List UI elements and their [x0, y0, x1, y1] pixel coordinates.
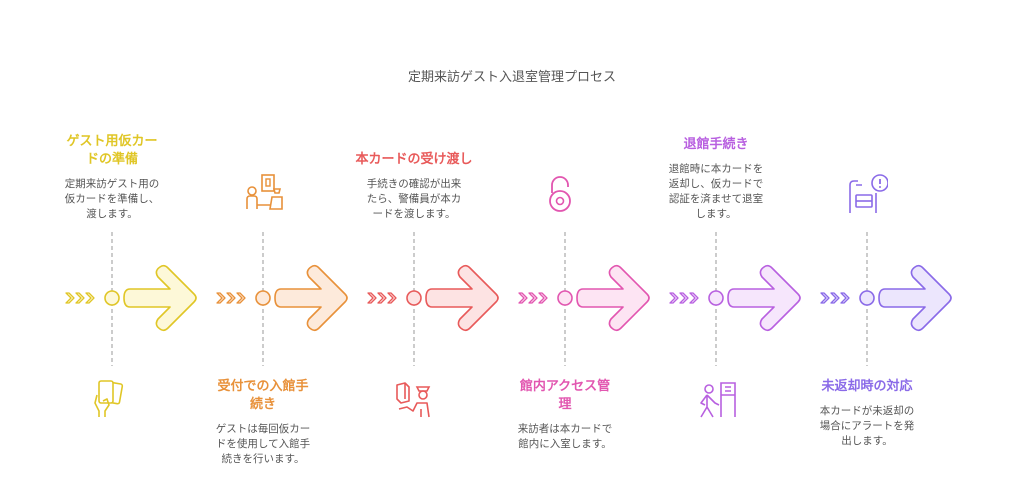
- step-description-line: 退館時に本カードを: [668, 163, 764, 175]
- step-node: [104, 290, 120, 306]
- step-description-line: 本カードが未返却の: [819, 405, 915, 417]
- hand-holding-cards-icon: [94, 380, 124, 417]
- step-node: [406, 290, 422, 306]
- chevron-icon: [85, 292, 95, 304]
- step-description: 来訪者は本カードで館内に入室します。: [505, 422, 625, 452]
- step-description-line: 渡します。: [86, 208, 138, 220]
- chevron-icon: [216, 292, 226, 304]
- step-6-flow: [820, 232, 952, 366]
- step-heading-line: 未返却時の対応: [821, 379, 913, 394]
- step-description: 退館時に本カードを返却し、仮カードで認証を済ませて退室します。: [656, 162, 776, 222]
- step-description-line: 場合にアラートを発: [819, 420, 915, 432]
- chevron-icon: [669, 292, 679, 304]
- step-description-line: します。: [695, 208, 737, 220]
- step-description-line: ドを使用して入館手: [215, 438, 311, 450]
- step-node: [708, 290, 724, 306]
- arrow-right-icon: [123, 264, 197, 332]
- step-description: ゲストは毎回仮カードを使用して入館手続きを行います。: [203, 422, 323, 467]
- chevron-icon: [65, 292, 75, 304]
- step-heading: 館内アクセス管理: [500, 378, 630, 414]
- step-5-flow: [669, 232, 801, 366]
- arrow-right-icon: [274, 264, 348, 332]
- step-description-line: ードを渡します。: [372, 208, 456, 220]
- chevron-icon: [518, 292, 528, 304]
- step-heading: 退館手続き: [651, 136, 781, 154]
- step-description-line: たら、警備員が本カ: [366, 193, 462, 205]
- chevron-icon: [367, 292, 377, 304]
- step-description-line: 館内に入室します。: [518, 438, 612, 450]
- step-node: [557, 290, 573, 306]
- chevron-icon: [820, 292, 830, 304]
- step-heading-line: 館内アクセス管: [519, 379, 611, 394]
- step-description-line: 続きを行います。: [221, 453, 305, 465]
- step-heading: 受付での入館手続き: [198, 378, 328, 414]
- chevron-icon: [689, 292, 699, 304]
- step-heading-line: 受付での入館手: [217, 379, 309, 394]
- arrow-right-icon: [878, 264, 952, 332]
- arrow-right-icon: [727, 264, 801, 332]
- step-node: [859, 290, 875, 306]
- chevron-icon: [538, 292, 548, 304]
- step-heading-line: ドの準備: [85, 152, 138, 167]
- chevron-icon: [830, 292, 840, 304]
- step-heading: 未返却時の対応: [802, 378, 932, 396]
- step-heading-line: 本カードの受け渡し: [355, 152, 473, 167]
- reception-desk-icon: [246, 174, 283, 210]
- step-heading: 本カードの受け渡し: [349, 151, 479, 169]
- step-description-line: 来訪者は本カードで: [517, 423, 613, 435]
- unlocked-padlock-icon: [549, 176, 571, 212]
- person-walking-exit-icon: [700, 382, 736, 418]
- chevron-icon: [387, 292, 397, 304]
- step-heading-line: 退館手続き: [683, 137, 749, 152]
- step-4-flow: [518, 232, 650, 366]
- step-description: 手続きの確認が出来たら、警備員が本カードを渡します。: [354, 177, 474, 222]
- chevron-icon: [226, 292, 236, 304]
- step-1-flow: [65, 232, 197, 366]
- step-node: [255, 290, 271, 306]
- arrow-right-icon: [425, 264, 499, 332]
- chevron-icon: [377, 292, 387, 304]
- step-heading-line: ゲスト用仮カー: [66, 134, 158, 149]
- step-description-line: 定期来訪ゲスト用の: [64, 178, 160, 190]
- chevron-icon: [75, 292, 85, 304]
- security-guard-card-icon: [396, 382, 431, 418]
- chevron-icon: [679, 292, 689, 304]
- step-heading-line: 続き: [249, 397, 276, 412]
- step-description-line: 出します。: [841, 435, 893, 447]
- card-alert-icon: [849, 174, 888, 213]
- step-description-line: 返却し、仮カードで: [668, 178, 764, 190]
- step-description-line: 手続きの確認が出来: [366, 178, 462, 190]
- step-2-flow: [216, 232, 348, 366]
- step-description-line: ゲストは毎回仮カー: [215, 423, 311, 435]
- step-description: 本カードが未返却の場合にアラートを発出します。: [807, 404, 927, 449]
- arrow-right-icon: [576, 264, 650, 332]
- step-description: 定期来訪ゲスト用の仮カードを準備し、渡します。: [52, 177, 172, 222]
- diagram-title: 定期来訪ゲスト入退室管理プロセス: [407, 70, 616, 85]
- step-heading-line: 理: [558, 397, 572, 412]
- chevron-icon: [528, 292, 538, 304]
- step-description-line: 認証を済ませて退室: [668, 193, 764, 205]
- step-description-line: 仮カードを準備し、: [64, 193, 160, 205]
- step-3-flow: [367, 232, 499, 366]
- chevron-icon: [236, 292, 246, 304]
- chevron-icon: [840, 292, 850, 304]
- step-heading: ゲスト用仮カードの準備: [47, 133, 177, 169]
